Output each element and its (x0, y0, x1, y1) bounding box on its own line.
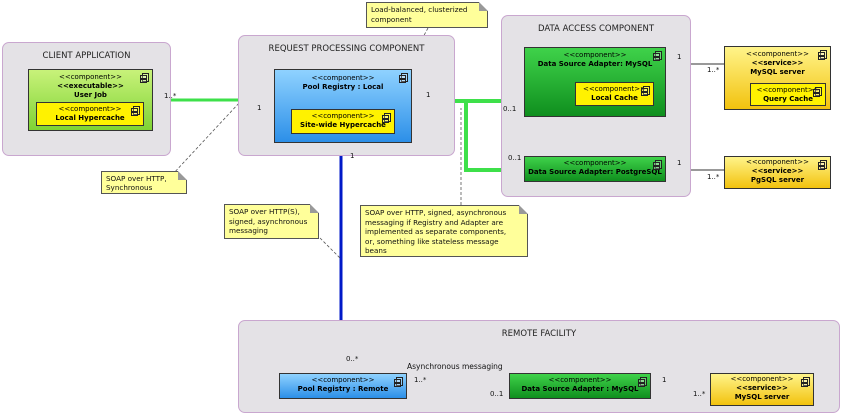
component-icon (818, 50, 827, 60)
multiplicity-registry-left: 1 (257, 104, 262, 112)
note-soap-adapter: SOAP over HTTP, signed, asynchronous mes… (360, 205, 528, 257)
component-query-cache[interactable]: <<component>> Query Cache (750, 83, 826, 106)
component-icon (653, 160, 662, 170)
multiplicity-remote-server-in: 1..* (693, 390, 706, 398)
component-dsa-postgresql[interactable]: <<component>> Data Source Adapter: Postg… (524, 156, 666, 182)
note-line: implemented as separate components, (365, 227, 507, 236)
component-name: User Job (74, 91, 107, 99)
note-line: SOAP over HTTP, (106, 174, 167, 183)
stereotype: <<component>> (756, 86, 820, 94)
package-title: CLIENT APPLICATION (42, 51, 131, 61)
component-local-hypercache[interactable]: <<component>> Local Hypercache (36, 102, 144, 126)
package-title: DATA ACCESS COMPONENT (537, 24, 655, 34)
component-name: Data Source Adapter : MySQL (521, 385, 639, 393)
component-name: Site-wide Hypercache (300, 121, 386, 129)
component-icon (399, 73, 408, 83)
component-mysql-server-remote[interactable]: <<component>> <<service>> MySQL server (710, 373, 814, 406)
note-line: beans (365, 246, 387, 255)
stereotype: <<executable>> (57, 82, 124, 90)
package-title: REQUEST PROCESSING COMPONENT (268, 44, 425, 54)
component-name: Data Source Adapter: PostgreSQL (528, 168, 662, 176)
stereotype: <<component>> (730, 375, 794, 383)
package-title: REMOTE FACILITY (501, 329, 577, 339)
stereotype: <<service>> (751, 167, 804, 175)
component-name: Pool Registry : Remote (297, 385, 389, 393)
stereotype: <<component>> (563, 159, 627, 167)
component-dsa-mysql-remote[interactable]: <<component>> Data Source Adapter : MySQ… (509, 373, 651, 399)
multiplicity-mysql-server-in: 1..* (707, 66, 720, 74)
note-fold (178, 171, 187, 180)
note-anchor-soap-sync (171, 101, 241, 176)
note-line: SOAP over HTTP, signed, asynchronous (365, 208, 507, 217)
component-site-wide-hypercache[interactable]: <<component>> Site-wide Hypercache (291, 109, 395, 134)
stereotype: <<component>> (58, 73, 123, 81)
note-fold (519, 205, 528, 214)
component-icon (638, 377, 647, 387)
component-icon (641, 86, 650, 96)
stereotype: <<component>> (58, 105, 122, 113)
multiplicity-mysql-adapter-in: 0..1 (503, 105, 517, 113)
multiplicity-registry-bottom: 1 (350, 152, 355, 160)
component-pool-registry-remote[interactable]: <<component>> Pool Registry : Remote (279, 373, 407, 399)
multiplicity-registry-right: 1 (426, 91, 431, 99)
stereotype: <<component>> (745, 50, 810, 58)
component-icon (818, 160, 827, 170)
note-soap-sync: SOAP over HTTP, Synchronous (101, 171, 187, 194)
note-line: SOAP over HTTP(S), (229, 207, 300, 216)
component-name: Pool Registry : Local (302, 83, 384, 91)
component-icon (394, 377, 403, 387)
note-line: Load-balanced, clusterized (371, 5, 468, 14)
multiplicity-postgres-adapter-in: 0..1 (508, 154, 522, 162)
component-name: MySQL server (750, 68, 805, 76)
note-line: component (371, 14, 412, 24)
component-icon (813, 87, 822, 97)
multiplicity-remote-top: 0..* (346, 355, 359, 363)
note-line: messaging (229, 226, 268, 235)
component-name: Local Hypercache (55, 114, 125, 122)
stereotype: <<component>> (311, 112, 375, 120)
stereotype: <<component>> (582, 85, 647, 93)
component-name: Query Cache (763, 95, 813, 103)
async-messaging-label: Asynchronous messaging (407, 362, 503, 371)
stereotype: <<component>> (563, 51, 627, 59)
multiplicity-mysql-out: 1 (677, 53, 682, 61)
component-name: PgSQL server (750, 176, 805, 184)
component-name: Local Cache (591, 94, 638, 102)
note-soap-async: SOAP over HTTP(S), signed, asynchronous … (224, 204, 319, 239)
note-fold (310, 204, 319, 213)
stereotype: <<service>> (736, 384, 788, 392)
note-line: signed, asynchronous (229, 216, 308, 226)
note-line: or, something like stateless message (365, 236, 499, 246)
note-line: Synchronous (106, 183, 153, 192)
component-name: Data Source Adapter: MySQL (537, 60, 653, 68)
component-icon (801, 377, 810, 387)
note-fold (479, 2, 488, 11)
multiplicity-pg-out: 1 (677, 159, 682, 167)
note-line: messaging if Registry and Adapter are (365, 217, 504, 227)
component-local-cache[interactable]: <<component>> Local Cache (575, 82, 654, 106)
stereotype: <<component>> (311, 376, 375, 384)
note-load-balanced: Load-balanced, clusterized component (366, 2, 488, 28)
multiplicity-remote-registry-out: 1..* (414, 376, 427, 384)
multiplicity-remote-adapter-in: 0..1 (490, 390, 504, 398)
component-icon (653, 51, 662, 61)
component-icon (140, 73, 149, 83)
multiplicity-client-end: 1..* (164, 92, 177, 100)
stereotype: <<component>> (745, 158, 810, 166)
component-icon (382, 113, 391, 123)
note-anchor-soap-async (319, 237, 341, 259)
stereotype: <<component>> (311, 74, 375, 82)
component-icon (131, 106, 140, 116)
component-pgsql-server[interactable]: <<component>> <<service>> PgSQL server (724, 156, 831, 189)
stereotype: <<component>> (548, 376, 612, 384)
multiplicity-pg-server-in: 1..* (707, 173, 720, 181)
multiplicity-remote-adapter-out: 1 (662, 376, 667, 384)
stereotype: <<service>> (751, 59, 804, 67)
component-name: MySQL server (734, 393, 790, 401)
